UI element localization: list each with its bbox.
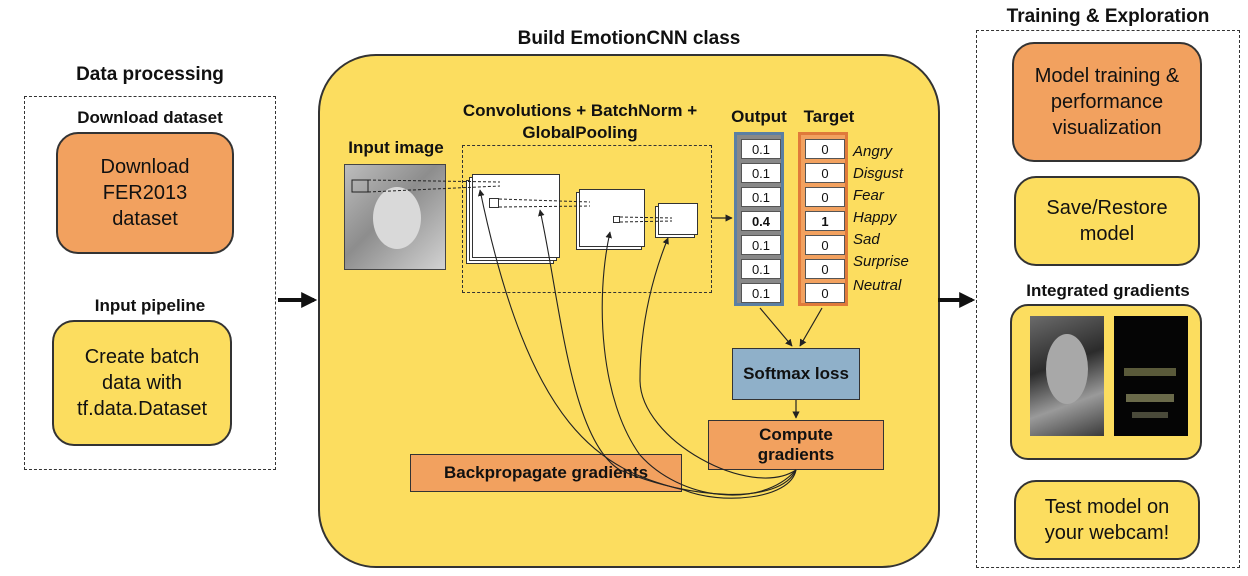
emotion-label: Neutral bbox=[853, 277, 902, 294]
output-cell: 0.1 bbox=[741, 283, 781, 303]
build-emotioncnn-title: Build EmotionCNN class bbox=[517, 28, 741, 49]
emotion-label: Disgust bbox=[853, 165, 904, 182]
softmax-loss-box[interactable]: Softmax loss bbox=[732, 348, 860, 400]
target-title: Target bbox=[803, 107, 855, 126]
output-title: Output bbox=[731, 107, 787, 126]
input-pipeline-title: Input pipeline bbox=[94, 296, 206, 315]
feature-map-3a bbox=[658, 203, 698, 235]
attribution-stripe bbox=[1132, 412, 1168, 418]
emotion-label: Surprise bbox=[853, 253, 909, 270]
output-cell: 0.1 bbox=[741, 235, 781, 255]
training-exploration-title: Training & Exploration bbox=[1006, 6, 1210, 27]
face-oval bbox=[373, 187, 421, 249]
training-panel bbox=[976, 30, 1240, 568]
webcam-test-box[interactable]: Test model on your webcam! bbox=[1014, 480, 1200, 560]
emotion-label: Sad bbox=[853, 231, 880, 248]
model-training-box[interactable]: Model training & performance visualizati… bbox=[1012, 42, 1202, 162]
emotion-label: Angry bbox=[853, 143, 893, 160]
output-cell: 0.1 bbox=[741, 163, 781, 183]
output-cell: 0.1 bbox=[741, 139, 781, 159]
create-batch-box[interactable]: Create batch data with tf.data.Dataset bbox=[52, 320, 232, 446]
output-cell: 0.1 bbox=[741, 187, 781, 207]
target-cell: 0 bbox=[805, 139, 845, 159]
input-image-label: Input image bbox=[348, 138, 444, 157]
integrated-gradients-title: Integrated gradients bbox=[1026, 281, 1190, 300]
output-column: 0.1 0.1 0.1 0.4 0.1 0.1 0.1 bbox=[734, 132, 784, 306]
face-oval-ig bbox=[1046, 334, 1088, 404]
conv-batchnorm-title: Convolutions + BatchNorm + GlobalPooling bbox=[462, 101, 698, 142]
output-cell: 0.1 bbox=[741, 259, 781, 279]
target-cell: 0 bbox=[805, 187, 845, 207]
target-cell: 0 bbox=[805, 163, 845, 183]
kernel-2 bbox=[613, 216, 620, 223]
face-image bbox=[344, 164, 446, 270]
feature-map-1a bbox=[472, 174, 560, 258]
target-cell: 0 bbox=[805, 235, 845, 255]
feature-map-2a bbox=[579, 189, 645, 247]
output-cell-highlight: 0.4 bbox=[741, 211, 781, 231]
download-dataset-title: Download dataset bbox=[77, 108, 223, 127]
emotion-label: Happy bbox=[853, 209, 897, 226]
attribution-stripe bbox=[1126, 394, 1174, 402]
face-grayscale-plot bbox=[1030, 316, 1104, 436]
target-cell: 0 bbox=[805, 283, 845, 303]
target-cell: 0 bbox=[805, 259, 845, 279]
attribution-map-plot bbox=[1114, 316, 1188, 436]
backpropagate-gradients-box[interactable]: Backpropagate gradients bbox=[410, 454, 682, 492]
target-cell-highlight: 1 bbox=[805, 211, 845, 231]
attribution-stripe bbox=[1124, 368, 1176, 376]
kernel-1 bbox=[489, 198, 499, 208]
data-processing-title: Data processing bbox=[76, 64, 224, 85]
save-restore-box[interactable]: Save/Restore model bbox=[1014, 176, 1200, 266]
emotion-label: Fear bbox=[853, 187, 884, 204]
compute-gradients-box[interactable]: Compute gradients bbox=[708, 420, 884, 470]
target-column: 0 0 0 1 0 0 0 bbox=[798, 132, 848, 306]
download-fer2013-box[interactable]: Download FER2013 dataset bbox=[56, 132, 234, 254]
integrated-gradients-panel bbox=[1010, 304, 1202, 460]
data-processing-panel bbox=[24, 96, 276, 470]
